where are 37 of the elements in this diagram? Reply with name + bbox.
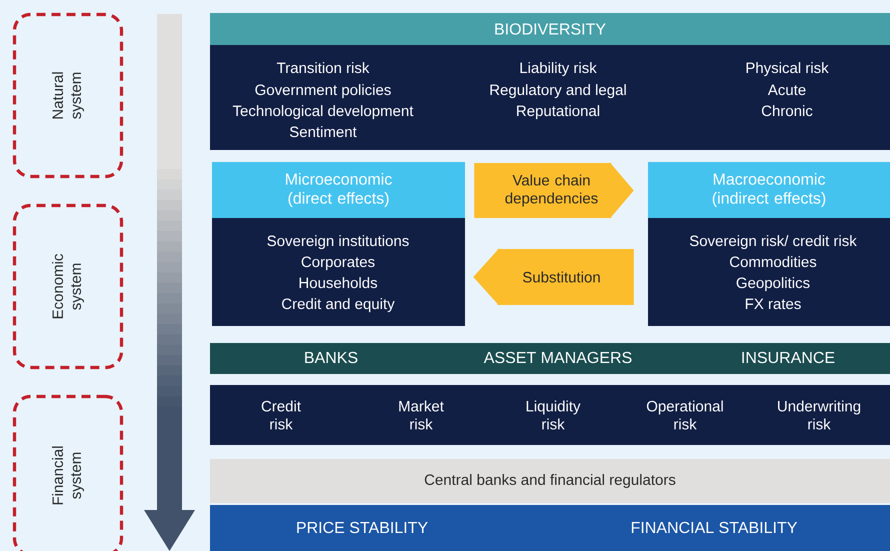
label: Chronic xyxy=(762,105,812,116)
label: Liability risk xyxy=(520,62,597,76)
label: Credit risk xyxy=(262,400,301,430)
label: BIODIVERSITY xyxy=(495,23,606,35)
label: Reputational xyxy=(517,105,600,120)
label: FINANCIAL STABILITY xyxy=(632,522,798,534)
label: Corporates xyxy=(302,256,375,270)
label: ASSET MANAGERS xyxy=(484,352,632,364)
label: Transition risk xyxy=(276,62,370,74)
label: Macroeconomic (indirect effects) xyxy=(712,173,826,207)
label: Acute xyxy=(768,84,806,96)
label: Market risk xyxy=(399,400,444,430)
edge-label: Substitution xyxy=(523,272,600,282)
label: Technological development xyxy=(232,105,414,120)
label: FX rates xyxy=(746,298,801,310)
label: Physical risk xyxy=(746,62,829,76)
label: Regulatory and legal xyxy=(490,84,626,98)
label: Government policies xyxy=(255,84,391,98)
label: Households xyxy=(300,277,378,288)
label: Sentiment xyxy=(290,126,357,138)
label: Sovereign risk/ credit risk xyxy=(690,235,857,250)
label: Central banks and financial regulators xyxy=(424,474,676,488)
label: Natural system xyxy=(52,72,84,119)
label: Commodities xyxy=(730,256,816,268)
label: BANKS xyxy=(305,352,358,364)
label: Underwriting risk xyxy=(778,400,860,430)
label: Credit and equity xyxy=(282,298,395,312)
label: Microeconomic (direct effects) xyxy=(286,173,392,207)
label: INSURANCE xyxy=(742,352,834,364)
label: Liquidity risk xyxy=(526,400,580,430)
label: Geopolitics xyxy=(736,277,810,292)
label: PRICE STABILITY xyxy=(297,522,428,534)
edge-label: Value chain dependencies xyxy=(505,174,598,206)
label: Financial system xyxy=(52,446,84,504)
label: Operational risk xyxy=(646,400,723,430)
label: Sovereign institutions xyxy=(267,235,409,250)
label: Economic system xyxy=(52,254,84,318)
